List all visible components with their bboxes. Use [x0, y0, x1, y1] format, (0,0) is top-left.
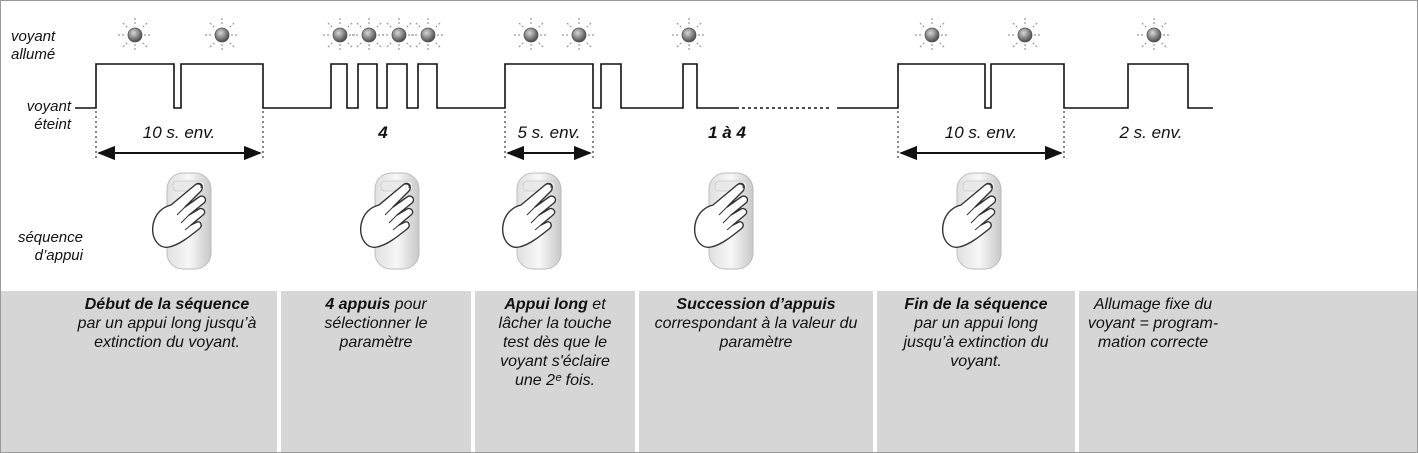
- duration-guides: [95, 111, 1065, 161]
- press-illustrations: [151, 172, 1002, 270]
- finger-press-icon: [941, 172, 1002, 270]
- panel-text: Début de la séquence par un appui long j…: [77, 296, 257, 351]
- panel-text: 4 appuis pour sélectionner le paramètre: [324, 296, 428, 351]
- finger-press-icon: [359, 172, 420, 270]
- led-glow-icon: [322, 17, 358, 53]
- duration-label: 1 à 4: [708, 123, 746, 142]
- label-line: allumé: [11, 46, 56, 63]
- duration-label: 2 s. env.: [1119, 123, 1183, 142]
- led-glow-icon: [671, 17, 707, 53]
- led-glow-icon: [117, 17, 153, 53]
- panel-text: Succession d’appuis correspondant à la v…: [654, 296, 858, 351]
- duration-label: 10 s. env.: [142, 123, 216, 142]
- duration-label: 10 s. env.: [944, 123, 1018, 142]
- finger-press-icon: [501, 172, 562, 270]
- duration-label: 5 s. env.: [517, 123, 581, 142]
- label-led-off: voyant éteint: [11, 98, 71, 134]
- finger-press-icon: [693, 172, 754, 270]
- led-indicators: [117, 17, 1172, 53]
- label-press-sequence: séquence d’appui: [11, 229, 83, 265]
- led-glow-icon: [381, 17, 417, 53]
- panel-step-1: Début de la séquence par un appui long j…: [1, 291, 277, 452]
- panel-step-5: Fin de la séquence par un appui long jus…: [877, 291, 1075, 452]
- label-line: voyant: [11, 28, 56, 45]
- panel-text: Appui long et lâcher la touche test dès …: [498, 296, 612, 389]
- panel-text: Allumage fixe du voyant = program-mation…: [1087, 296, 1219, 351]
- led-glow-icon: [914, 17, 950, 53]
- label-line: d’appui: [34, 247, 83, 264]
- led-waveform: [75, 63, 1213, 109]
- waveform-segment: [75, 63, 736, 109]
- finger-press-icon: [151, 172, 212, 270]
- led-glow-icon: [204, 17, 240, 53]
- led-glow-icon: [513, 17, 549, 53]
- panel-step-3: Appui long et lâcher la touche test dès …: [475, 291, 635, 452]
- label-led-on: voyant allumé: [11, 28, 55, 64]
- led-glow-icon: [351, 17, 387, 53]
- label-line: séquence: [17, 229, 83, 246]
- panel-step-4: Succession d’appuis correspondant à la v…: [639, 291, 873, 452]
- led-glow-icon: [1136, 17, 1172, 53]
- panel-text: Fin de la séquence par un appui long jus…: [903, 296, 1049, 370]
- waveform-segment: [837, 63, 1213, 109]
- led-glow-icon: [561, 17, 597, 53]
- led-glow-icon: [410, 17, 446, 53]
- label-line: voyant: [26, 98, 71, 115]
- duration-label: 4: [378, 123, 388, 142]
- panel-step-6: Allumage fixe du voyant = program-mation…: [1079, 291, 1417, 452]
- led-glow-icon: [1007, 17, 1043, 53]
- panel-step-2: 4 appuis pour sélectionner le paramètre: [281, 291, 471, 452]
- label-line: éteint: [34, 116, 71, 133]
